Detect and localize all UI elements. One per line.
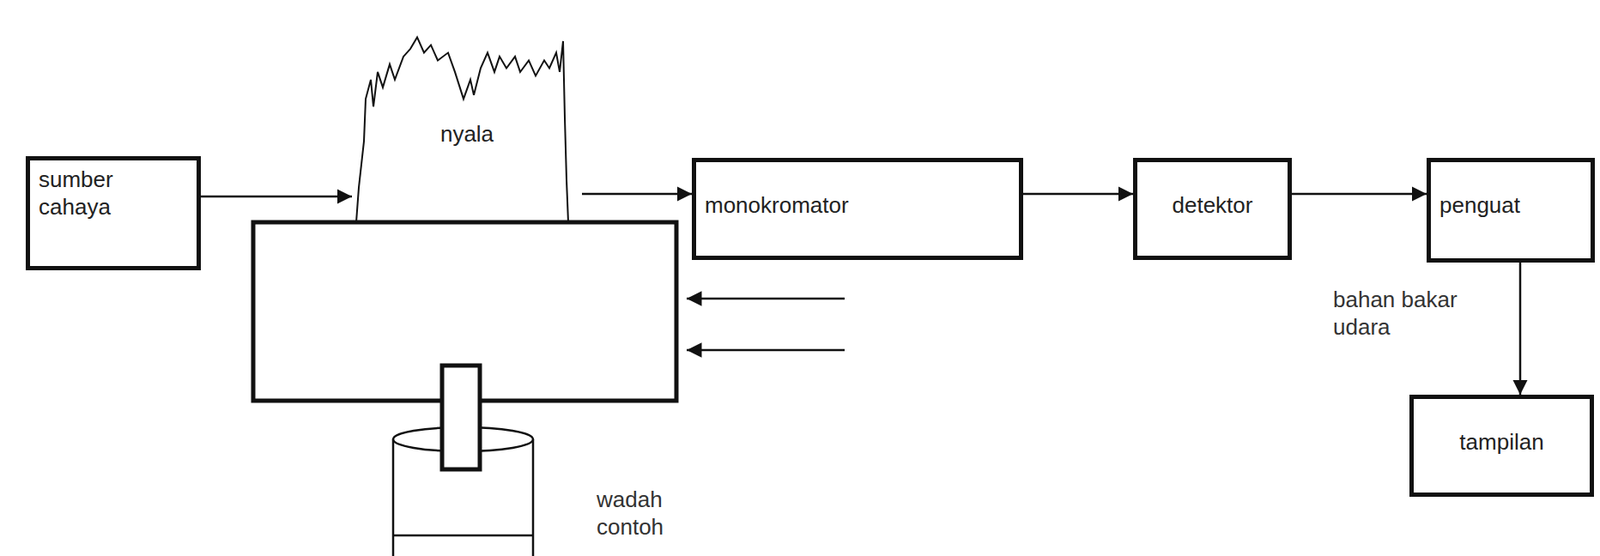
sample-container-label: wadah contoh [596,485,726,541]
signal-arrow [200,195,352,199]
signal-arrow [1519,262,1522,395]
node-label: detektor [1145,191,1279,219]
fuel-inlet-arrow [686,297,845,301]
node-label: penguat [1439,191,1582,219]
signal-arrow [581,193,692,196]
display-box: tampilan [1409,394,1594,497]
flame-shape: nyala [351,25,582,223]
node-label: nyala [351,120,582,148]
signal-arrow [1291,193,1427,196]
node-label: monokromator [704,191,1011,219]
detector-box: detektor [1133,157,1292,261]
fuel-air-label: bahan bakar udara [1331,285,1481,341]
monochromator-box: monokromator [691,157,1024,261]
signal-arrow [1023,193,1134,196]
air-inlet-arrow [686,349,845,352]
light-source-box: sumber cahaya [25,156,201,271]
node-label: sumber cahaya [38,165,188,221]
amplifier-box: penguat [1426,157,1595,263]
capillary-tube [442,365,480,470]
node-label: tampilan [1422,428,1582,456]
